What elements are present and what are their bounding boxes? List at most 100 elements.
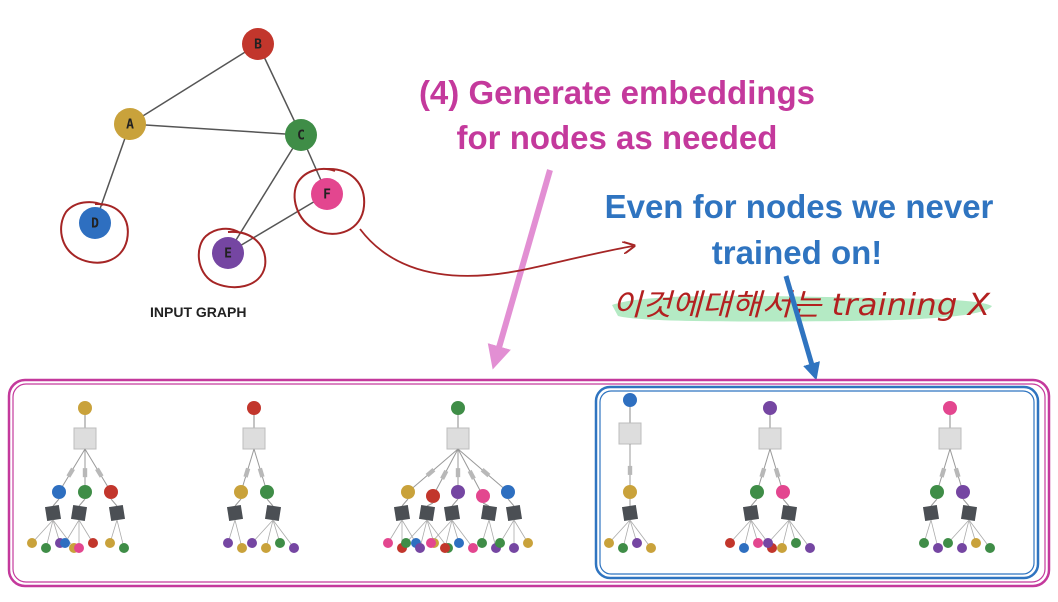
cg-edge [750, 498, 758, 507]
node-label-a: A [126, 118, 134, 133]
cg-edge-weight [440, 469, 449, 480]
cg-leaf-node-c [618, 543, 628, 553]
circle-mark-e [197, 227, 267, 289]
edge-a-d [94, 123, 131, 224]
red-curved-arrow [359, 228, 633, 277]
cg-edge [968, 519, 991, 549]
cg-inner-node-a [234, 485, 248, 499]
cg-leaf-node-a [27, 538, 37, 548]
circle-mark-d [60, 201, 129, 264]
cg-edge [272, 519, 295, 549]
cg-inner-node-b [104, 485, 118, 499]
cg-inner-aggregator [108, 504, 126, 522]
cg-inner-aggregator [780, 504, 798, 522]
computation-graph-f [919, 401, 995, 553]
cg-leaf-node-e [957, 543, 967, 553]
cg-leaf-node-a [646, 543, 656, 553]
cg-leaf-node-c [401, 538, 411, 548]
cg-target-node-d [623, 393, 637, 407]
note-line2: trained on! [712, 234, 883, 271]
node-f [311, 178, 343, 210]
node-label-f: F [323, 188, 331, 203]
green-highlight [612, 295, 992, 322]
cg-leaf-node-f [426, 538, 436, 548]
cg-inner-aggregator [70, 504, 88, 522]
cg-edge [507, 498, 515, 507]
computation-graph-d [604, 393, 656, 553]
node-label-d: D [91, 217, 99, 232]
node-b [242, 28, 274, 60]
pink-arrow [487, 169, 553, 370]
cg-edge [767, 519, 790, 544]
cg-leaf-node-a [604, 538, 614, 548]
cg-leaf-node-e [632, 538, 642, 548]
cg-edge [78, 498, 86, 507]
cg-leaf-node-f [468, 543, 478, 553]
node-label-b: B [254, 38, 262, 53]
cg-inner-aggregator [393, 504, 411, 522]
input-graph-edges [94, 43, 328, 254]
cg-edge-weight [455, 468, 461, 478]
cg-edge-weight [953, 467, 961, 478]
cg-edge-weight [773, 467, 781, 478]
cg-leaf-node-b [725, 538, 735, 548]
cg-inner-node-a [623, 485, 637, 499]
cg-inner-aggregator [418, 504, 436, 522]
cg-inner-aggregator [922, 504, 940, 522]
circle-mark-f [293, 167, 366, 235]
cg-edge [782, 498, 790, 507]
cg-leaf-node-b [88, 538, 98, 548]
cg-leaf-node-e [805, 543, 815, 553]
cg-edge [401, 498, 409, 507]
cg-edge-weight [759, 467, 767, 478]
cg-edge [629, 519, 652, 549]
cg-leaf-node-f [383, 538, 393, 548]
cg-leaf-node-a [237, 543, 247, 553]
cg-inner-node-c [750, 485, 764, 499]
edge-e-f [227, 193, 328, 254]
cg-inner-node-e [451, 485, 465, 499]
cg-leaf-node-e [247, 538, 257, 548]
cg-leaf-node-e [289, 543, 299, 553]
blue-arrow [783, 275, 820, 381]
computation-graph-e [725, 401, 815, 553]
cg-inner-aggregator [264, 504, 282, 522]
cg-inner-node-b [426, 489, 440, 503]
cg-edge [930, 498, 938, 507]
cg-aggregator-box [73, 427, 97, 450]
cg-inner-node-d [501, 485, 515, 499]
cg-edge-weight [939, 467, 947, 478]
node-label-c: C [297, 129, 305, 144]
cg-leaf-node-a [971, 538, 981, 548]
cg-leaf-node-c [943, 538, 953, 548]
cg-inner-aggregator [480, 504, 498, 522]
cg-edge [31, 519, 54, 544]
all-nodes-panel [7, 378, 1051, 588]
cg-leaf-node-e [933, 543, 943, 553]
cg-inner-aggregator [44, 504, 62, 522]
cg-leaf-node-a [523, 538, 533, 548]
note-line1: Even for nodes we never [605, 188, 994, 225]
cg-edge [451, 498, 459, 507]
cg-inner-node-c [78, 485, 92, 499]
cg-inner-aggregator [443, 504, 461, 522]
node-e [212, 237, 244, 269]
cg-target-node-a [78, 401, 92, 415]
cg-aggregator-box [938, 427, 962, 450]
cg-leaf-node-a [261, 543, 271, 553]
step-title-line2: for nodes as needed [457, 119, 778, 156]
cg-inner-node-d [52, 485, 66, 499]
node-label-e: E [224, 247, 232, 262]
node-d [79, 207, 111, 239]
cg-inner-aggregator [226, 504, 244, 522]
cg-edge-weight [627, 465, 633, 475]
computation-graph-c [383, 401, 533, 553]
cg-edge [608, 519, 631, 544]
cg-leaf-node-b [440, 543, 450, 553]
step-title-line1: (4) Generate embeddings [419, 74, 815, 111]
cg-leaf-node-c [119, 543, 129, 553]
cg-aggregator-box [446, 427, 470, 450]
cg-edge [451, 519, 474, 549]
cg-aggregator-box [758, 427, 782, 450]
